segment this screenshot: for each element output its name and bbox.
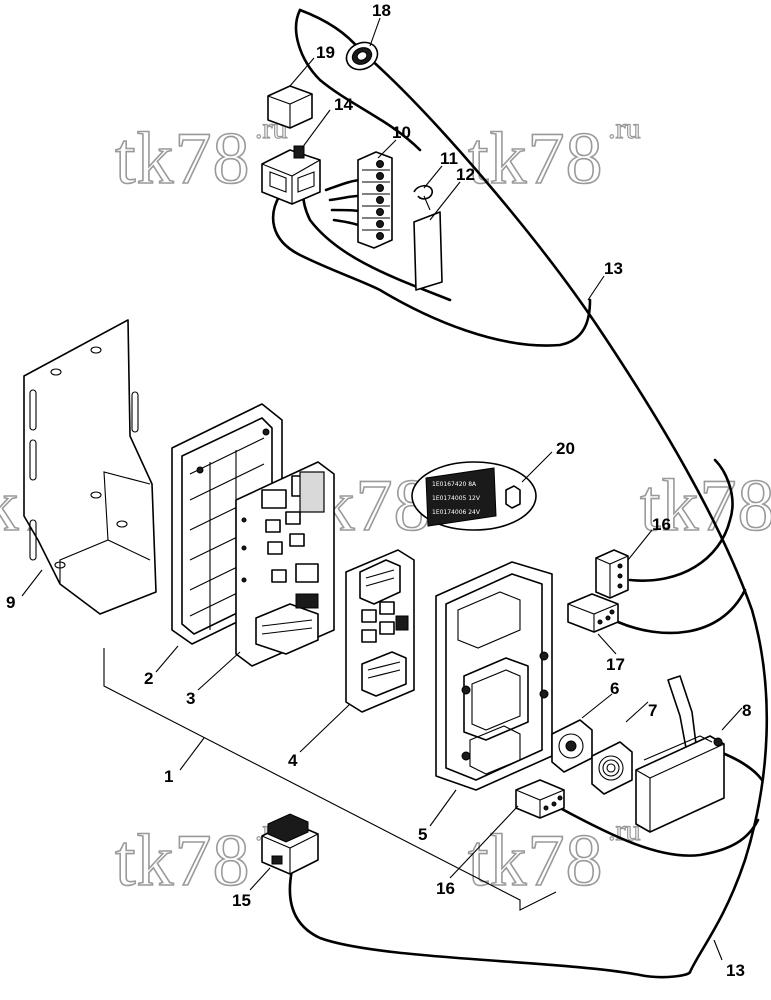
watermark-text: tk78 — [115, 118, 251, 200]
callout-19: 19 — [316, 43, 335, 62]
callout-14: 14 — [334, 95, 353, 114]
callout-13-upper: 13 — [604, 259, 623, 278]
callout-16-lower: 16 — [436, 879, 455, 898]
relay-19 — [267, 85, 313, 129]
terminal-block-10 — [357, 151, 393, 249]
callout-numbers: 1 2 3 4 5 6 7 8 9 10 11 12 13 13 14 15 1… — [6, 1, 751, 980]
harness-branch-connector-17 — [616, 588, 747, 635]
power-board-4 — [345, 549, 415, 713]
callout-2: 2 — [144, 669, 153, 688]
callout-5: 5 — [418, 825, 427, 844]
callout-16-upper: 16 — [652, 515, 671, 534]
harness-branch-upper — [271, 193, 592, 347]
fan-6 — [551, 719, 593, 773]
callout-10: 10 — [392, 123, 411, 142]
callout-15: 15 — [232, 891, 251, 910]
main-harness-wire — [298, 8, 769, 974]
housing-5 — [435, 561, 553, 791]
relay-socket-14 — [261, 145, 321, 205]
harness-branch-connector-15 — [288, 868, 692, 979]
fuse-label-row: 1E0174005 12V — [432, 495, 481, 502]
fuse-label-20: 1E0167420 8A 1E0174005 12V 1E0174006 24V — [411, 461, 537, 531]
circuit-board-3 — [235, 461, 335, 667]
terminal-wires — [324, 178, 368, 230]
callout-20: 20 — [556, 439, 575, 458]
callout-8: 8 — [742, 701, 751, 720]
harness-branch-top — [294, 8, 422, 152]
fan-guard-7 — [591, 741, 633, 795]
callout-12: 12 — [456, 165, 475, 184]
harness-branch-connector-16 — [628, 458, 734, 582]
callout-7: 7 — [648, 701, 657, 720]
watermark-text: tk78 — [468, 820, 604, 902]
callout-leaders — [21, 17, 743, 961]
callout-11: 11 — [440, 149, 458, 168]
callout-6: 6 — [610, 679, 619, 698]
callout-9: 9 — [6, 593, 15, 612]
watermark-text: tk78 — [468, 118, 604, 200]
callout-4: 4 — [288, 751, 298, 770]
assembly-bracket-1 — [103, 648, 557, 911]
mounting-bracket-9 — [23, 319, 157, 615]
module-8 — [635, 675, 725, 833]
label-plate-12 — [413, 211, 443, 291]
callout-17: 17 — [606, 655, 625, 674]
connector-16-upper — [595, 549, 629, 599]
connector-16-lower — [515, 779, 565, 819]
callout-3: 3 — [186, 689, 195, 708]
callout-13-lower: 13 — [726, 961, 745, 980]
connector-15 — [261, 813, 319, 875]
fuse-label-row: 1E0174006 24V — [432, 509, 481, 516]
clip-11 — [413, 184, 433, 211]
callout-1: 1 — [164, 767, 173, 786]
callout-18: 18 — [372, 1, 391, 20]
harness-branch-connector-16b — [558, 806, 760, 857]
harness-branch-module-8 — [718, 750, 764, 782]
connector-17 — [567, 593, 619, 633]
grommet-18 — [345, 41, 379, 71]
fuse-label-row: 1E0167420 8A — [432, 481, 477, 488]
watermark-suffix: .ru — [608, 112, 641, 145]
watermark-text: tk78 — [115, 820, 251, 902]
